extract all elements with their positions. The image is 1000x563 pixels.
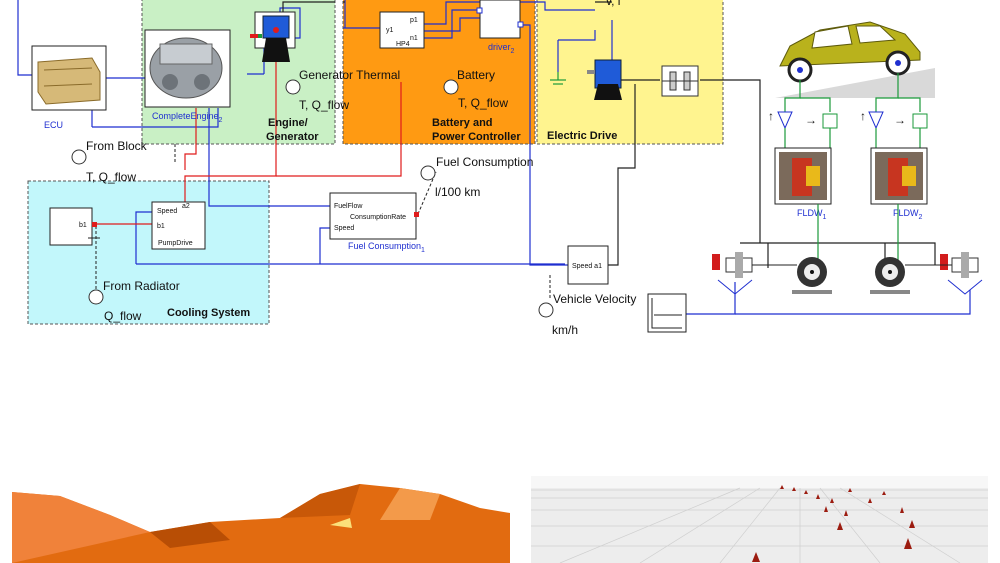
ecu-component[interactable]: ECU	[31, 45, 107, 130]
cone-field-render	[531, 476, 988, 563]
battery-region-title-1: Battery and	[432, 117, 493, 129]
svg-text:→: →	[805, 113, 817, 127]
speed-sensor-component[interactable]: Speed a1	[567, 245, 609, 285]
battery-sensor-icon[interactable]	[443, 79, 459, 95]
pump-b1-port-label: b1	[157, 223, 165, 230]
pump-drive-label: PumpDrive	[158, 240, 193, 247]
battery-label: Battery	[457, 68, 495, 82]
wheel-front-icon[interactable]	[792, 257, 832, 294]
speed-profile-source[interactable]	[647, 293, 687, 333]
brake-rear-icon[interactable]	[940, 252, 983, 295]
vehicle-velocity-sensor-icon[interactable]	[538, 302, 554, 318]
hp4-p1-port-label: p1	[410, 17, 418, 24]
block-t-qflow-label: T, Q_flow	[86, 170, 136, 184]
dashed-sensor-lines	[95, 144, 551, 300]
ecu-label: ECU	[44, 120, 63, 130]
fldw2-label: FLDW2	[893, 208, 923, 221]
engine-region-title-1: Engine/	[268, 117, 308, 129]
cooling-system-region	[27, 180, 270, 325]
gearbox-icon[interactable]	[661, 65, 699, 97]
complete-engine-label: CompleteEngine2	[152, 111, 223, 124]
car-icon	[775, 21, 935, 98]
svg-text:→: →	[894, 113, 906, 127]
cooling-region-title: Cooling System	[167, 307, 250, 319]
bat-t-qflow-label: T, Q_flow	[458, 96, 508, 110]
svg-text:↑: ↑	[860, 109, 866, 123]
driver-component[interactable]: driver2	[476, 0, 524, 55]
from-block-label: From Block	[86, 139, 148, 153]
pump-speed-port-label: Speed	[157, 208, 177, 215]
q-flow-label: Q_flow	[104, 309, 142, 323]
driver-label: driver2	[488, 42, 515, 55]
hp4-component[interactable]: y1 p1 n1 HP4	[379, 11, 425, 49]
pump-a2-port-label: a2	[182, 203, 190, 210]
ground-icon	[550, 72, 566, 85]
brake-front-icon[interactable]	[712, 252, 753, 295]
car-sensor-wires	[784, 73, 921, 112]
svg-text:↑: ↑	[768, 109, 774, 123]
generator-thermal-label: Generator Thermal	[299, 68, 400, 82]
l-100km-label: l/100 km	[435, 185, 480, 199]
fuel-consumption-sensor-icon[interactable]	[420, 165, 436, 181]
from-radiator-sensor-icon[interactable]	[88, 289, 104, 305]
from-radiator-label: From Radiator	[103, 279, 180, 293]
hp4-label: HP4	[396, 41, 410, 48]
speed-port-label: Speed	[334, 225, 354, 232]
generator-thermal-sensor-icon[interactable]	[285, 79, 301, 95]
terrain-render	[12, 484, 510, 563]
vehicle-velocity-label: Vehicle Velocity	[553, 292, 636, 306]
consumption-rate-port-label: ConsumptionRate	[350, 214, 406, 221]
kmh-label: km/h	[552, 323, 578, 337]
hp4-n1-port-label: n1	[410, 35, 418, 42]
pump-drive-component[interactable]: Speed a2 b1 PumpDrive	[151, 201, 206, 250]
b1-port-label: b1	[79, 222, 87, 229]
b1-block[interactable]: b1	[49, 207, 100, 246]
wheel-rear-icon[interactable]	[870, 257, 910, 294]
hp4-y1-port-label: y1	[386, 27, 394, 34]
complete-engine-component[interactable]: CompleteEngine2	[144, 29, 231, 124]
v-i-label: v, i	[606, 0, 620, 8]
speed-a1-label: Speed a1	[572, 263, 602, 270]
generator-component[interactable]	[250, 11, 296, 62]
fldw1-label: FLDW1	[797, 208, 827, 221]
electric-motor-component[interactable]	[587, 59, 622, 100]
electric-region-title: Electric Drive	[547, 130, 617, 142]
from-block-sensor-icon[interactable]	[71, 149, 87, 165]
gen-t-qflow-label: T, Q_flow	[299, 98, 349, 112]
car-sensor-blocks: ↑ → ↑ →	[768, 109, 928, 130]
fuel-consumption-comp-label: Fuel Consumption1	[348, 241, 425, 254]
fldw1-component[interactable]: FLDW1	[774, 147, 832, 221]
engine-region-title-2: Generator	[266, 131, 319, 143]
fuelflow-port-label: FuelFlow	[334, 203, 363, 210]
battery-region-title-2: Power Controller	[432, 131, 521, 143]
fuel-consumption-label: Fuel Consumption	[436, 155, 533, 169]
fldw2-component[interactable]: FLDW2	[870, 147, 928, 221]
red-thermal-wires	[96, 30, 402, 225]
fuel-consumption-component[interactable]: FuelFlow ConsumptionRate Speed Fuel Cons…	[329, 192, 425, 254]
